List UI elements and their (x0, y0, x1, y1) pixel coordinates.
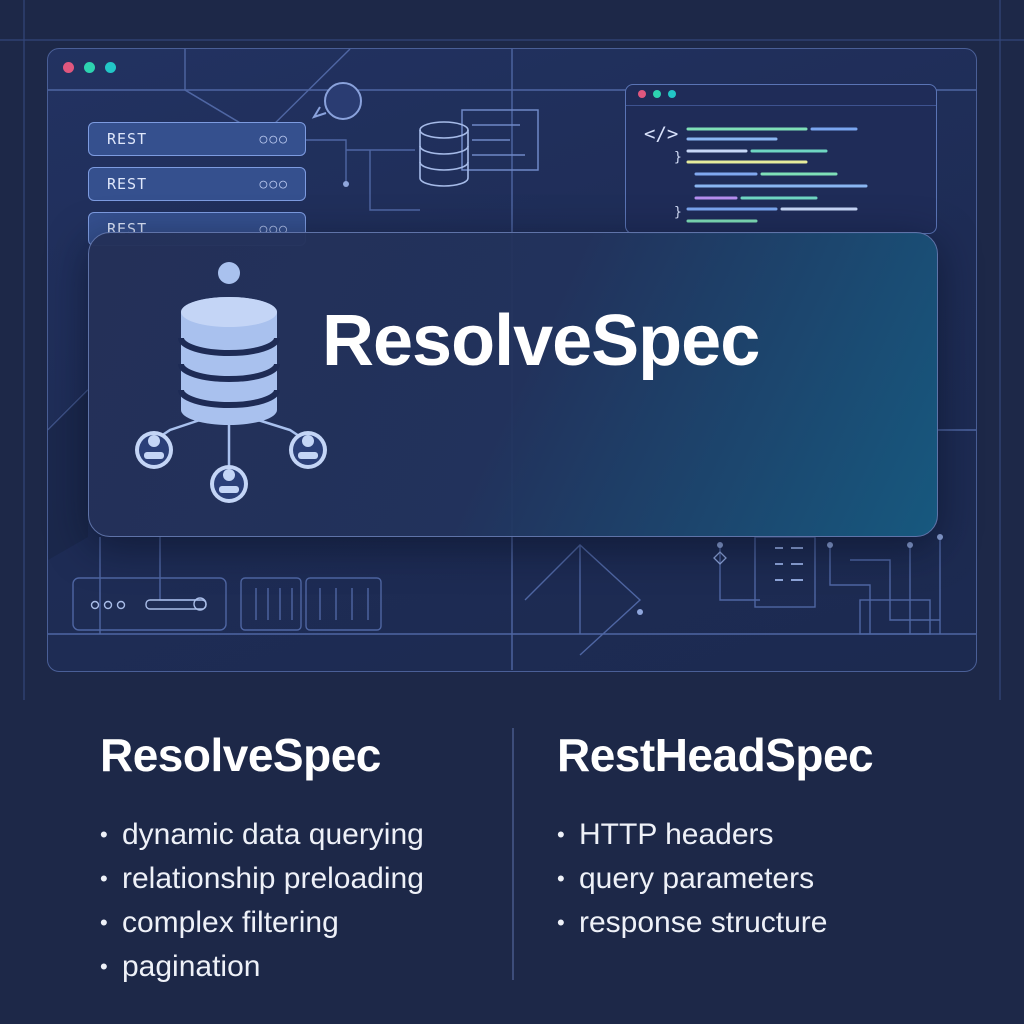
code-window-titlebar (626, 85, 936, 106)
list-item: • relationship preloading (100, 859, 424, 903)
list-item: • dynamic data querying (100, 815, 424, 859)
feature-text: HTTP headers (579, 818, 774, 851)
column-divider (512, 728, 514, 980)
feature-text: pagination (122, 950, 261, 983)
code-window-controls (638, 90, 676, 98)
list-item: • complex filtering (100, 903, 424, 947)
code-window-minimize-dot (653, 90, 661, 98)
bullet: • (100, 822, 108, 847)
rest-endpoint-item[interactable]: REST ○○○ (88, 167, 306, 201)
feature-text: response structure (579, 906, 828, 939)
column-title-resolvespec: ResolveSpec (100, 729, 381, 781)
bullet: • (100, 866, 108, 891)
bullet: • (100, 954, 108, 979)
code-lines (686, 127, 868, 223)
list-item: • HTTP headers (557, 815, 827, 859)
rest-endpoint-label: REST (107, 130, 148, 148)
window-close-dot (63, 62, 74, 73)
list-item: • query parameters (557, 859, 827, 903)
feature-text: dynamic data querying (122, 818, 424, 851)
feature-text: query parameters (579, 862, 815, 895)
bullet: • (100, 910, 108, 935)
code-brace-glyph: } (674, 205, 682, 220)
list-item: • pagination (100, 947, 424, 991)
bullet: • (557, 822, 565, 847)
window-minimize-dot (84, 62, 95, 73)
list-item: • response structure (557, 903, 827, 947)
rest-endpoint-toggle-icon: ○○○ (259, 176, 289, 192)
rest-endpoint-item[interactable]: REST ○○○ (88, 122, 306, 156)
hero-title: ResolveSpec (322, 301, 760, 381)
feature-text: complex filtering (122, 906, 339, 939)
feature-list-resolvespec: • dynamic data querying • relationship pre… (100, 815, 424, 991)
column-title-restheadspec: RestHeadSpec (557, 729, 874, 781)
outer-window-controls (63, 62, 116, 73)
feature-list-restheadspec: • HTTP headers • query parameters • respons… (557, 815, 827, 947)
bullet: • (557, 866, 565, 891)
code-brace-glyph: } (674, 150, 682, 165)
bullet: • (557, 910, 565, 935)
feature-text: relationship preloading (122, 862, 424, 895)
rest-endpoint-label: REST (107, 175, 148, 193)
rest-endpoint-toggle-icon: ○○○ (259, 131, 289, 147)
code-window-maximize-dot (668, 90, 676, 98)
code-tag-icon: </> (644, 123, 679, 145)
code-window-close-dot (638, 90, 646, 98)
window-maximize-dot (105, 62, 116, 73)
code-editor-window: </> } } (625, 84, 937, 234)
